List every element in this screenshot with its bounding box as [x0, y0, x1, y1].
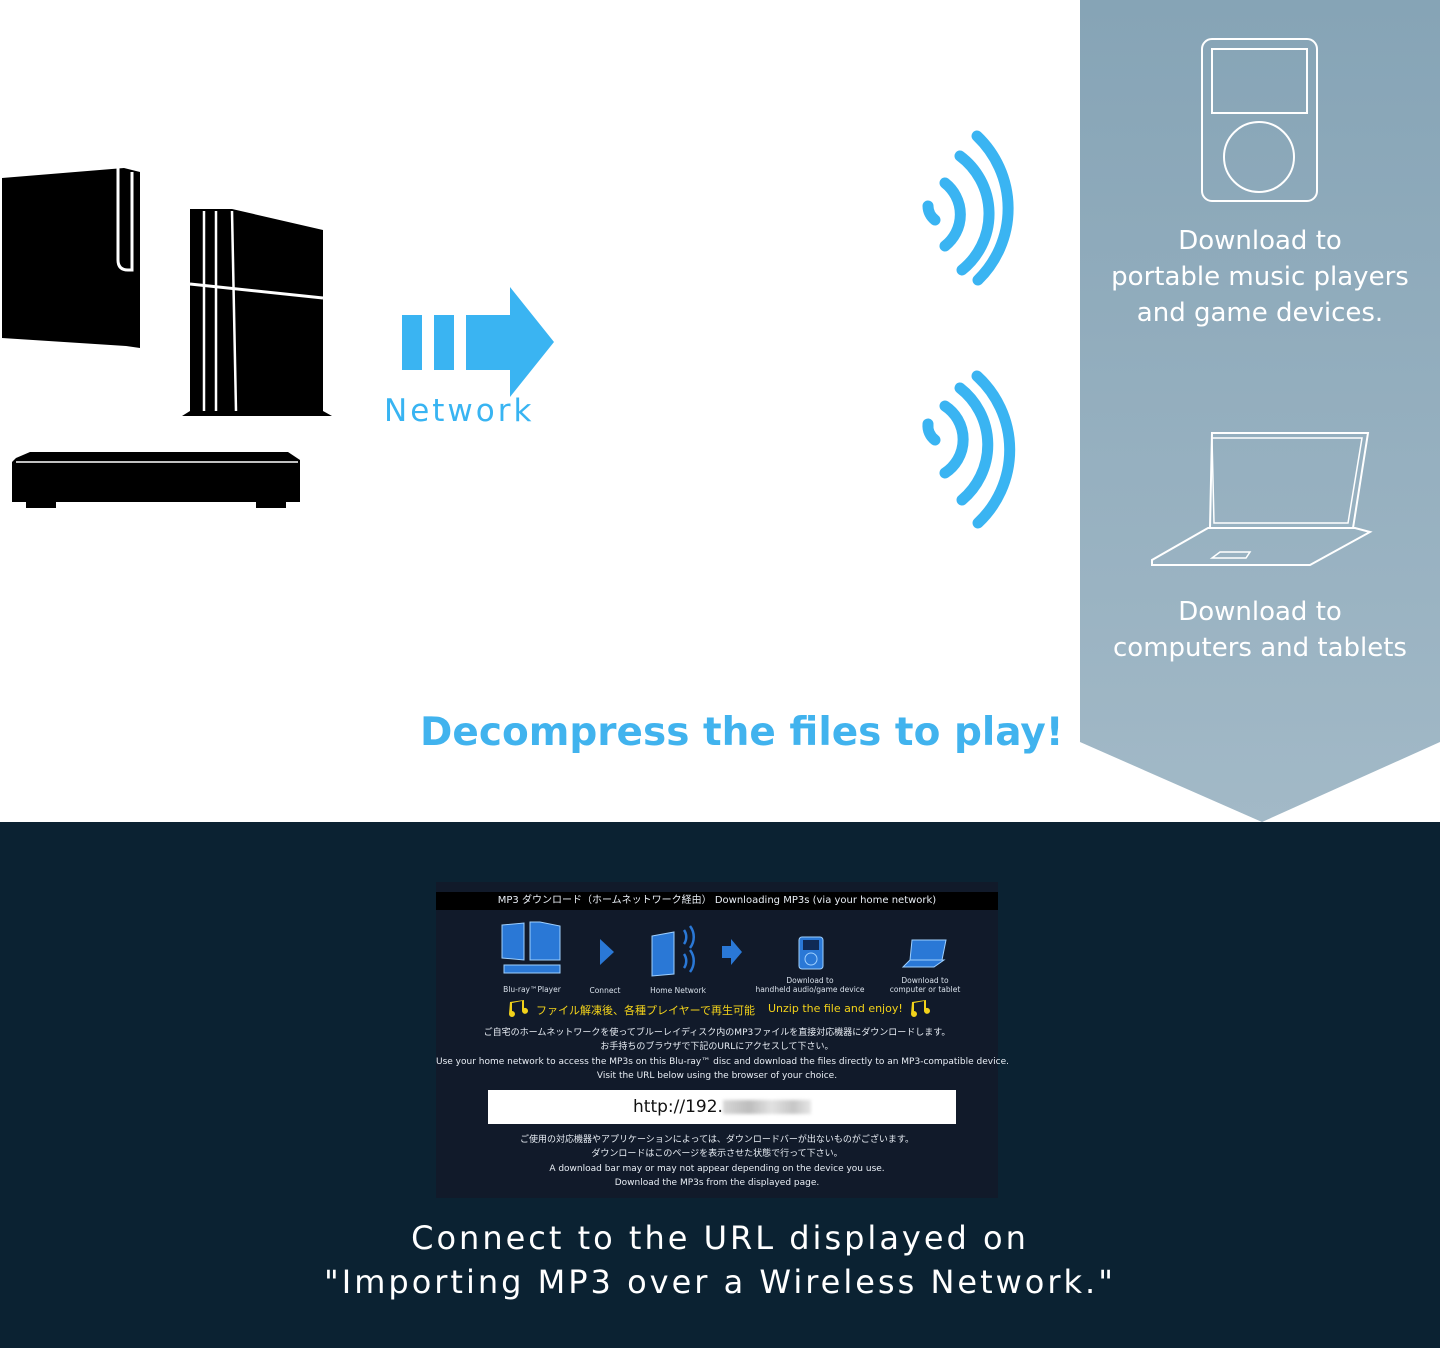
screenshot-yellow-en: Unzip the file and enjoy!: [768, 1002, 903, 1015]
playstation-3-icon: [0, 160, 145, 352]
screenshot-arrow-1-icon: [599, 938, 615, 966]
screenshot-line-4: Visit the URL below using the browser of…: [596, 1071, 838, 1081]
screenshot-step-connect: Connect: [589, 986, 621, 995]
computer-text-line-1: Download to: [1178, 597, 1342, 627]
headline: Decompress the files to play!: [420, 710, 1064, 755]
screenshot-line-6: ダウンロードはこのページを表示させた状態で行って下さい。: [591, 1149, 843, 1159]
screenshot-line-7: A download bar may or may not appear dep…: [549, 1164, 885, 1174]
blu-ray-player-icon: [10, 450, 302, 512]
download-panel: [1080, 0, 1440, 822]
wifi-waves-lower-icon: [910, 368, 1035, 533]
screenshot-handheld-line-1: Download to: [786, 976, 834, 985]
caption-line-1: Connect to the URL displayed on: [411, 1219, 1029, 1257]
screenshot-url-field[interactable]: http://192.: [488, 1090, 956, 1124]
computer-download-text: Download to computers and tablets: [1090, 594, 1430, 666]
screenshot-yellow-jp: ファイル解凍後、各種プレイヤーで再生可能: [536, 1004, 756, 1017]
screenshot-computer-line-1: Download to: [901, 976, 949, 985]
screenshot-step-computer: Download to computer or tablet: [876, 976, 974, 994]
screenshot-laptop-icon: [901, 938, 948, 968]
screenshot-step-handheld: Download to handheld audio/game device: [746, 976, 874, 994]
screenshot-arrow-2-icon: [721, 938, 743, 966]
laptop-icon: [1150, 430, 1375, 570]
screenshot-computer-line-2: computer or tablet: [889, 985, 961, 994]
playstation-4-icon: [180, 206, 335, 421]
screenshot-step-home-network: Home Network: [650, 986, 706, 995]
screenshot-handheld-line-2: handheld audio/game device: [755, 985, 865, 994]
caption-line-2: "Importing MP3 over a Wireless Network.": [324, 1263, 1116, 1301]
player-text-line-1: Download to: [1178, 226, 1342, 256]
screenshot-line-3: Use your home network to access the MP3s…: [436, 1057, 1009, 1067]
player-text-line-3: and game devices.: [1136, 298, 1384, 328]
screenshot-line-1: ご自宅のホームネットワークを使ってブルーレイディスク内のMP3ファイルを直接対応…: [483, 1028, 951, 1038]
screenshot-music-note-icon: [506, 1000, 528, 1018]
screenshot-line-2: お手持ちのブラウザで下記のURLにアクセスして下さい。: [600, 1042, 834, 1052]
screenshot-music-note-icon-2: [908, 1000, 930, 1018]
computer-text-line-2: computers and tablets: [1113, 633, 1407, 663]
player-download-text: Download to portable music players and g…: [1090, 223, 1430, 331]
screenshot-step-player: Blu-ray™Player: [503, 985, 561, 994]
portable-music-player-icon: [1200, 37, 1320, 205]
blurred-ip: [722, 1100, 811, 1114]
screenshot-player-device-icon: [798, 936, 824, 970]
screenshot-line-5: ご使用の対応機器やアプリケーションによっては、ダウンロードバーが出ないものがござ…: [519, 1135, 915, 1145]
player-text-line-2: portable music players: [1111, 262, 1409, 292]
screenshot-title: MP3 ダウンロード（ホームネットワーク経由） Downloading MP3s…: [436, 892, 998, 910]
network-arrow-icon: [402, 285, 557, 400]
screenshot-player-icon: [500, 920, 564, 978]
mp3-download-screenshot: MP3 ダウンロード（ホームネットワーク経由） Downloading MP3s…: [436, 882, 1009, 1198]
network-label: Network: [384, 393, 535, 429]
screenshot-url-text: http://192.: [633, 1097, 723, 1117]
screenshot-line-8: Download the MP3s from the displayed pag…: [614, 1178, 820, 1188]
wifi-waves-upper-icon: [910, 128, 1035, 288]
screenshot-network-icon: [648, 922, 708, 978]
